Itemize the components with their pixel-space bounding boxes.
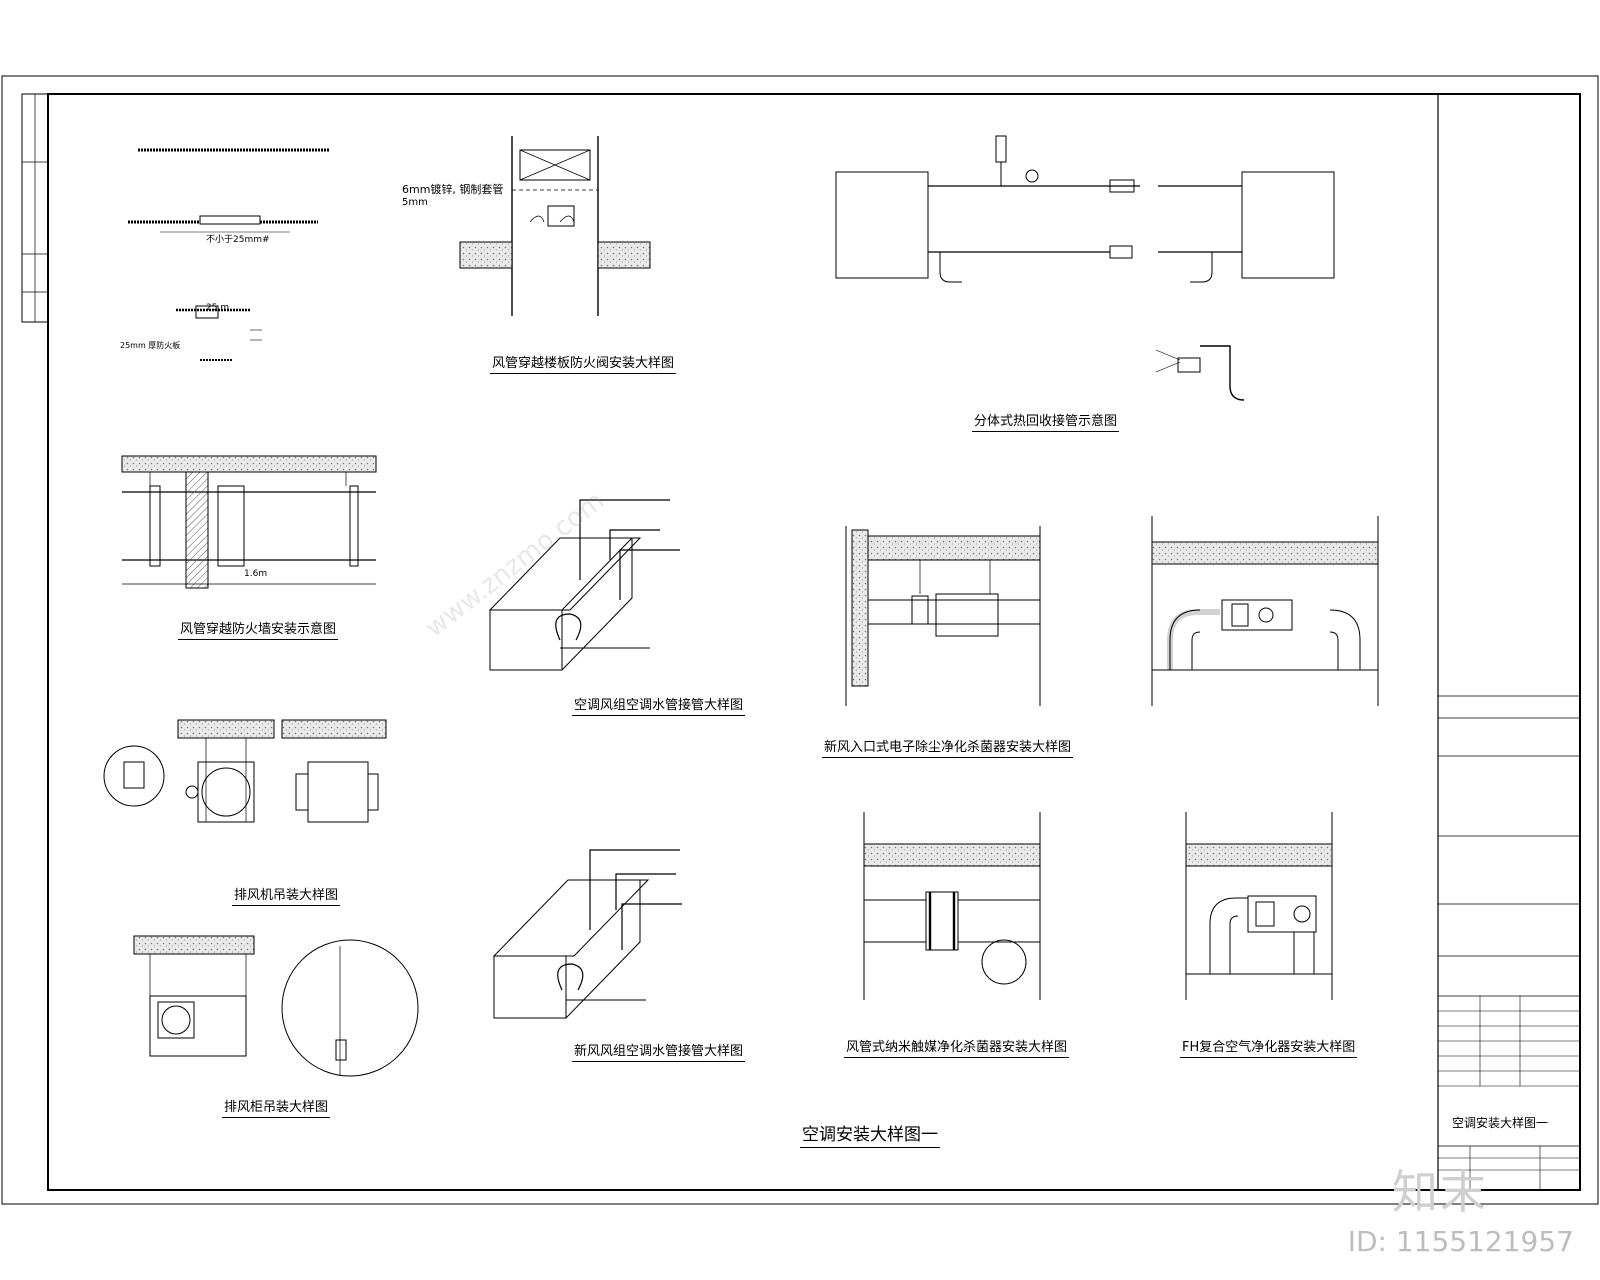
detail-exhaust-cabinet [133, 935, 419, 1077]
note-6mm: 6mm镀锌, 钢制套管 [402, 182, 503, 196]
detail-firewall-duct [121, 455, 377, 589]
caption-firewall-duct: 风管穿越防火墙安装示意图 [178, 618, 339, 640]
watermark-logo: 知末 [1392, 1165, 1488, 1219]
caption-exhaust-cabinet: 排风柜吊装大样图 [222, 1096, 331, 1118]
dim-1-6m: 1.6m [244, 569, 267, 579]
sheet-title: 空调安装大样图一 [800, 1120, 940, 1148]
dim-25m: 25 m [206, 303, 229, 313]
dim-25mm: 不小于25mm# [206, 234, 270, 245]
title-block [1437, 94, 1580, 1190]
caption-fau-water: 新风风组空调水管接管大样图 [572, 1040, 746, 1062]
inner-frame [47, 93, 1581, 1191]
titleblock-drawing-title: 空调安装大样图一 [1452, 1116, 1549, 1130]
detail-nano-purifier [863, 812, 1041, 1000]
detail-fh-compound [1185, 812, 1333, 1000]
caption-ahu-water: 空调风组空调水管接管大样图 [572, 694, 746, 716]
detail-board-penetration [128, 148, 330, 361]
caption-fh-compound: FH复合空气净化器安装大样图 [1180, 1036, 1358, 1058]
outer-frame [1, 75, 1599, 1205]
detail-electronic-purifier [845, 526, 1041, 706]
caption-nano-purifier: 风管式纳米触媒净化杀菌器安装大样图 [844, 1036, 1070, 1058]
caption-electronic-purifier: 新风入口式电子除尘净化杀菌器安装大样图 [822, 736, 1074, 758]
caption-floor-fire-damper: 风管穿越楼板防火阀安装大样图 [490, 352, 677, 374]
detail-fh-unit-top [1151, 516, 1379, 706]
note-5mm: 5mm [402, 197, 428, 208]
detail-split-heat-recovery [835, 135, 1335, 401]
detail-floor-fire-damper [459, 136, 651, 316]
svg-text:25mm 厚防火板: 25mm 厚防火板 [120, 340, 180, 350]
caption-exhaust-fan: 排风机吊装大样图 [232, 884, 341, 906]
detail-exhaust-fan [103, 719, 387, 823]
watermark-id: ID: 1155121957 [1347, 1225, 1574, 1258]
detail-fau-water-piping [492, 849, 682, 1019]
caption-split-heat-recovery: 分体式热回收接管示意图 [972, 410, 1120, 432]
detail-ahu-water-piping [488, 499, 680, 671]
